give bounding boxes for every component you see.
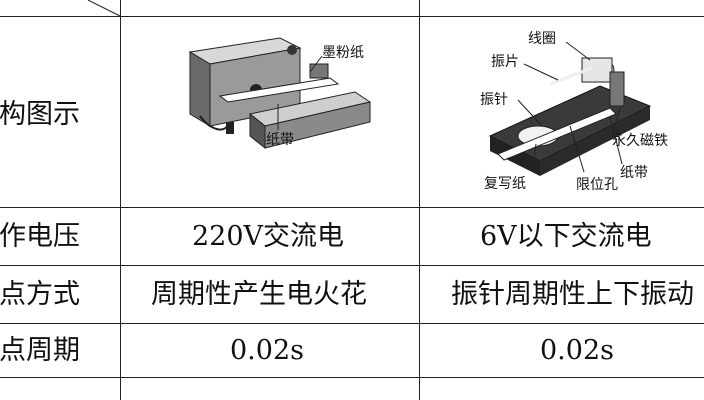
em-timer-label-limit-hole: 限位孔 [576, 177, 618, 193]
voltage-spark-timer: 220V交流电 [192, 221, 345, 252]
em-timer-label-needle: 振针 [480, 92, 508, 108]
period-electromagnetic-timer: 0.02s [540, 335, 614, 366]
voltage-electromagnetic-timer: 6V以下交流电 [480, 221, 652, 252]
method-electromagnetic-timer: 振针周期性上下振动 [451, 279, 694, 310]
table-line-h4 [0, 323, 704, 324]
spark-timer-label-toner-paper: 墨粉纸 [322, 45, 364, 61]
em-timer-label-coil: 线圈 [528, 31, 556, 47]
table-line-h3 [0, 265, 704, 266]
em-timer-label-reed: 振片 [491, 54, 519, 70]
row-label-method: 打点方式 [0, 279, 80, 310]
electromagnetic-timer-illustration [488, 41, 652, 176]
row-label-voltage: 工作电压 [0, 221, 80, 252]
table-line-v1 [120, 0, 121, 400]
row-label-period: 打点周期 [0, 335, 80, 366]
row-label-structure: 结构图示 [0, 99, 80, 130]
em-timer-label-tape: 纸带 [620, 165, 648, 181]
table-line-h2 [0, 207, 704, 208]
period-spark-timer: 0.02s [230, 335, 304, 366]
table-line-v2 [419, 0, 420, 400]
em-timer-label-carbon-paper: 复写纸 [484, 176, 526, 192]
method-spark-timer: 周期性产生电火花 [151, 279, 367, 310]
table-line-h1 [0, 16, 704, 17]
header-diagonal [87, 0, 121, 17]
table-line-h5 [0, 377, 704, 378]
em-timer-label-magnet: 永久磁铁 [612, 133, 668, 149]
spark-timer-illustration [188, 37, 372, 150]
spark-timer-label-tape: 纸带 [266, 132, 294, 148]
